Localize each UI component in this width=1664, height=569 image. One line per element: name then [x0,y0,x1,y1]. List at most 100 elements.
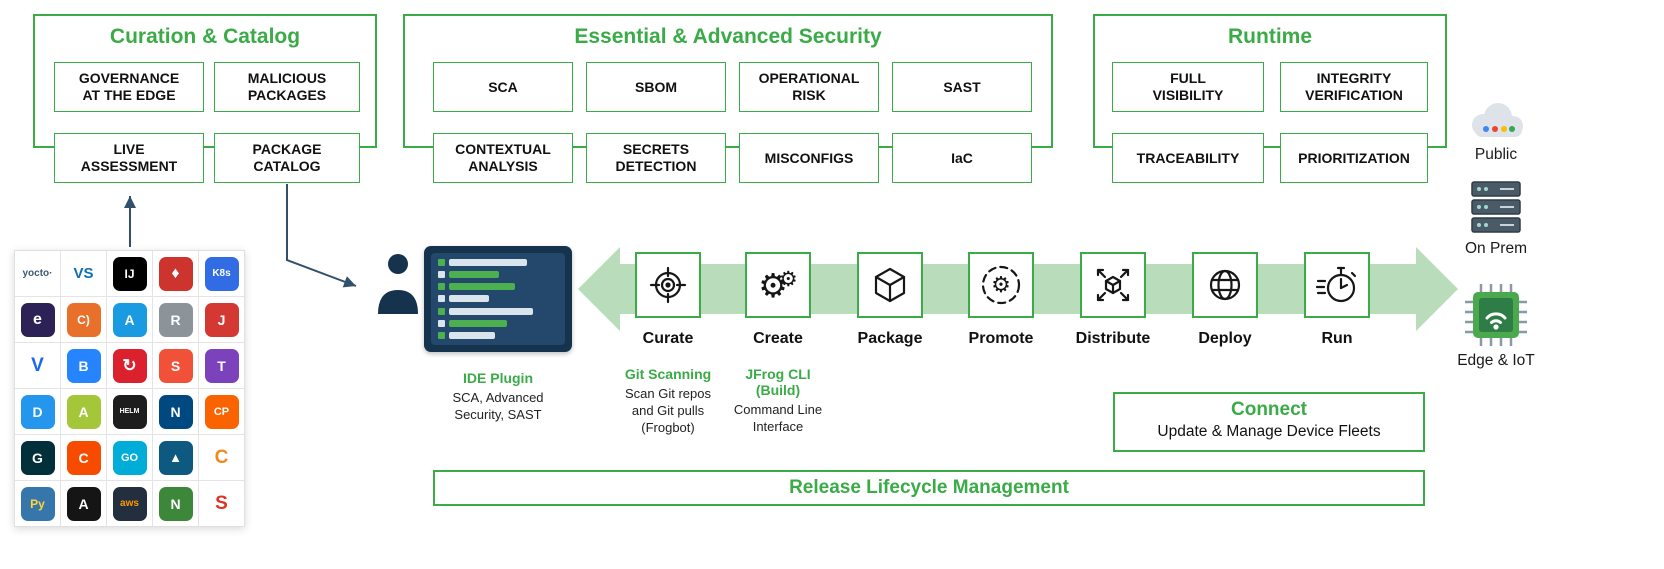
visual-studio-icon: VS [66,256,101,291]
capability-label: LIVE ASSESSMENT [80,141,178,174]
stage-curate [635,252,701,318]
chef-icon: C [204,440,239,475]
stage-label-create: Create [753,330,803,347]
capability-label: OPERATIONAL RISK [758,70,860,103]
panel-title: Essential & Advanced Security [574,25,882,48]
server-icon [1471,181,1521,233]
capability-package-catalog: PACKAGE CATALOG [214,133,360,183]
cargo-icon: C [66,440,101,475]
alpine-icon: ▲ [158,440,193,475]
logo-yocto: yocto· [15,251,60,296]
env-label-public: Public [1474,146,1518,163]
capability-iac: IaC [892,133,1032,183]
connect-subtitle: Update & Manage Device Fleets [1157,422,1381,440]
capability-operational-risk: OPERATIONAL RISK [739,62,879,112]
tool-desc: Command Line Interface [733,402,823,434]
docker-icon: D [20,394,55,429]
capability-full-visibility: FULL VISIBILITY [1112,62,1264,112]
cran-r-icon: R [158,302,193,337]
connect-box: Connect Update & Manage Device Fleets [1113,392,1425,452]
nuget-icon: N [158,394,193,429]
distribute-icon [1096,268,1130,302]
logo-cocoapods: CP [199,389,244,434]
panel-title: Curation & Catalog [109,25,301,48]
release-lifecycle-management-box: Release Lifecycle Management [433,470,1425,506]
jenkins-icon: J [204,302,239,337]
stage-run [1304,252,1370,318]
capability-label: IaC [951,149,973,166]
tool-git-scanning: Git Scanning Scan Git repos and Git pull… [613,366,723,437]
logo-conan: C) [61,297,106,342]
tool-ide-plugin: IDE Plugin SCA, Advanced Security, SAST [423,370,573,424]
capability-label: FULL VISIBILITY [1152,70,1224,103]
capability-misconfigs: MISCONFIGS [739,133,879,183]
catalog-to-developer-arrow [286,184,357,288]
logo-intellij: IJ [107,251,152,296]
stage-package [857,252,923,318]
globe-icon [1209,269,1241,301]
logo-swift: S [153,343,198,388]
tool-title: Git Scanning [624,366,712,382]
azure-icon: A [112,302,147,337]
yocto-icon: yocto· [20,256,55,291]
logo-alpine: ▲ [153,435,198,480]
terraform-icon: T [204,348,239,383]
logo-rubygems: ♦ [153,251,198,296]
panel-security: Essential & Advanced Security [403,14,1053,148]
stage-promote: ⚙ [968,252,1034,318]
aws-icon: aws [112,486,147,521]
capability-label: GOVERNANCE AT THE EDGE [78,70,180,103]
connect-title: Connect [1231,399,1307,420]
stage-label-package: Package [857,330,923,347]
chip-icon [1465,284,1527,346]
tool-title: IDE Plugin [463,370,533,386]
capability-sca: SCA [433,62,573,112]
conan-icon: C) [66,302,101,337]
go-icon: GO [112,440,147,475]
capability-label: TRACEABILITY [1136,149,1240,166]
rubygems-icon: ♦ [158,256,193,291]
stage-create: ⚙⚙ [745,252,811,318]
env-label-on-prem: On Prem [1464,240,1527,257]
tool-desc: Scan Git repos and Git pulls (Frogbot) [625,386,711,435]
logo-android: A [61,389,106,434]
python-icon: Py [20,486,55,521]
capability-governance-at-the-edge: GOVERNANCE AT THE EDGE [54,62,204,112]
capability-secrets-detection: SECRETS DETECTION [586,133,726,183]
logo-openshift: ↻ [107,343,152,388]
crosshair-icon [649,266,687,304]
release-lifecycle-management-title: Release Lifecycle Management [789,477,1069,498]
ide-screen [424,246,572,352]
android-icon: A [66,394,101,429]
capability-label: MALICIOUS PACKAGES [247,70,327,103]
logo-jenkins: J [199,297,244,342]
cloud-icon [1472,103,1523,137]
logo-aws: aws [107,481,152,526]
swift-icon: S [158,348,193,383]
capability-label: MISCONFIGS [764,149,854,166]
helm-icon: HELM [112,394,147,429]
tool-desc: SCA, Advanced Security, SAST [452,390,544,422]
logo-kubernetes: K8s [199,251,244,296]
logo-docker: D [15,389,60,434]
openshift-icon: ↻ [112,348,147,383]
capability-sbom: SBOM [586,62,726,112]
logo-chef: C [199,435,244,480]
capability-live-assessment: LIVE ASSESSMENT [54,133,204,183]
capability-label: PRIORITIZATION [1298,149,1410,166]
logo-scala: S [199,481,244,526]
logo-bitbucket: B [61,343,106,388]
scala-icon: S [204,486,239,521]
panel-runtime: Runtime [1093,14,1447,148]
panel-curation-catalog: Curation & Catalog [33,14,377,148]
capability-label: CONTEXTUAL ANALYSIS [455,141,551,174]
capability-label: SBOM [635,78,677,95]
stage-label-run: Run [1321,330,1353,347]
developer-person-icon [378,254,418,314]
logo-nuget: N [153,389,198,434]
logo-helm: HELM [107,389,152,434]
cube-icon [874,267,906,303]
capability-integrity-verification: INTEGRITY VERIFICATION [1280,62,1428,112]
eclipse-icon: e [20,302,55,337]
